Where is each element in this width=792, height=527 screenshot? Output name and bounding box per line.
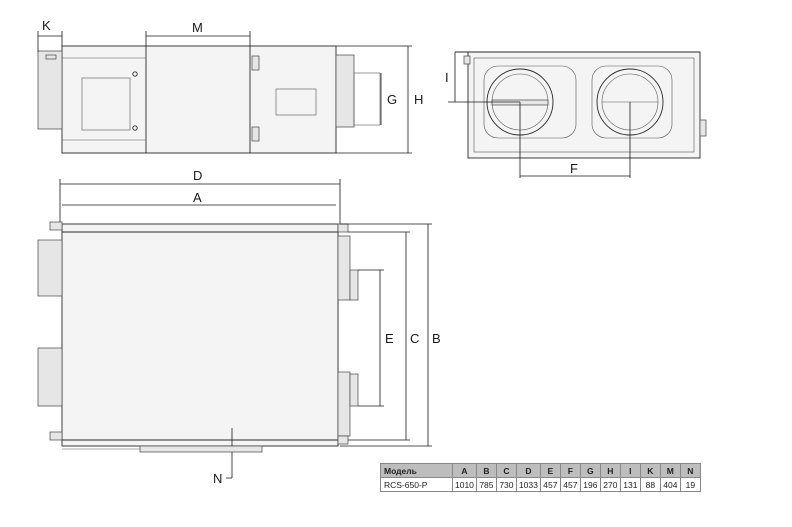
spec-cell: 730 xyxy=(495,477,517,492)
spec-table-header: Модель A B C D E F G H I K M N xyxy=(380,463,701,478)
spec-header-cell: C xyxy=(495,463,517,478)
spec-cell: 404 xyxy=(659,477,681,492)
spec-header-cell: A xyxy=(452,463,477,478)
side-view xyxy=(37,31,412,154)
spec-cell: 131 xyxy=(619,477,641,492)
label-C: C xyxy=(410,331,419,346)
spec-header-cell: M xyxy=(659,463,681,478)
spec-table: Модель A B C D E F G H I K M N RCS-650-P… xyxy=(380,463,701,492)
spec-header-cell: D xyxy=(515,463,541,478)
label-M: M xyxy=(192,20,203,35)
plan-left-duct-lower xyxy=(37,347,63,407)
side-right-duct xyxy=(335,54,355,128)
plan-right-duct-lower xyxy=(337,371,351,437)
spec-header-cell: I xyxy=(619,463,641,478)
spec-header-cell: B xyxy=(475,463,497,478)
label-B: B xyxy=(432,331,441,346)
spec-header-cell: K xyxy=(639,463,661,478)
label-F: F xyxy=(570,161,578,176)
spec-header-cell: H xyxy=(599,463,621,478)
spec-header-cell: N xyxy=(679,463,701,478)
spec-header-cell: F xyxy=(559,463,581,478)
label-A: A xyxy=(193,190,202,205)
label-G: G xyxy=(387,92,397,107)
plan-right-duct-upper xyxy=(337,235,351,301)
plan-left-duct-upper xyxy=(37,239,63,297)
spec-cell: 457 xyxy=(539,477,561,492)
side-view-body xyxy=(61,45,337,154)
spec-cell: 1010 xyxy=(452,477,477,492)
label-N: N xyxy=(213,471,222,486)
spec-header-cell: G xyxy=(579,463,601,478)
spec-cell: 457 xyxy=(559,477,581,492)
side-left-duct xyxy=(37,50,63,130)
label-K: K xyxy=(42,18,51,33)
spec-cell: 196 xyxy=(579,477,601,492)
spec-cell: 785 xyxy=(475,477,497,492)
spec-table-row: RCS-650-P 1010 785 730 1033 457 457 196 … xyxy=(380,477,701,492)
label-D: D xyxy=(193,168,202,183)
spec-cell: RCS-650-P xyxy=(380,477,453,492)
label-I: I xyxy=(445,70,449,85)
plan-view-body xyxy=(61,223,339,447)
spec-cell: 19 xyxy=(679,477,701,492)
spec-header-cell: E xyxy=(539,463,561,478)
spec-cell: 270 xyxy=(599,477,621,492)
spec-cell: 88 xyxy=(639,477,661,492)
spec-header-cell: Модель xyxy=(380,463,453,478)
label-E: E xyxy=(385,331,394,346)
plan-view xyxy=(37,179,432,479)
label-H: H xyxy=(414,92,423,107)
spec-cell: 1033 xyxy=(515,477,541,492)
front-view xyxy=(448,51,707,178)
